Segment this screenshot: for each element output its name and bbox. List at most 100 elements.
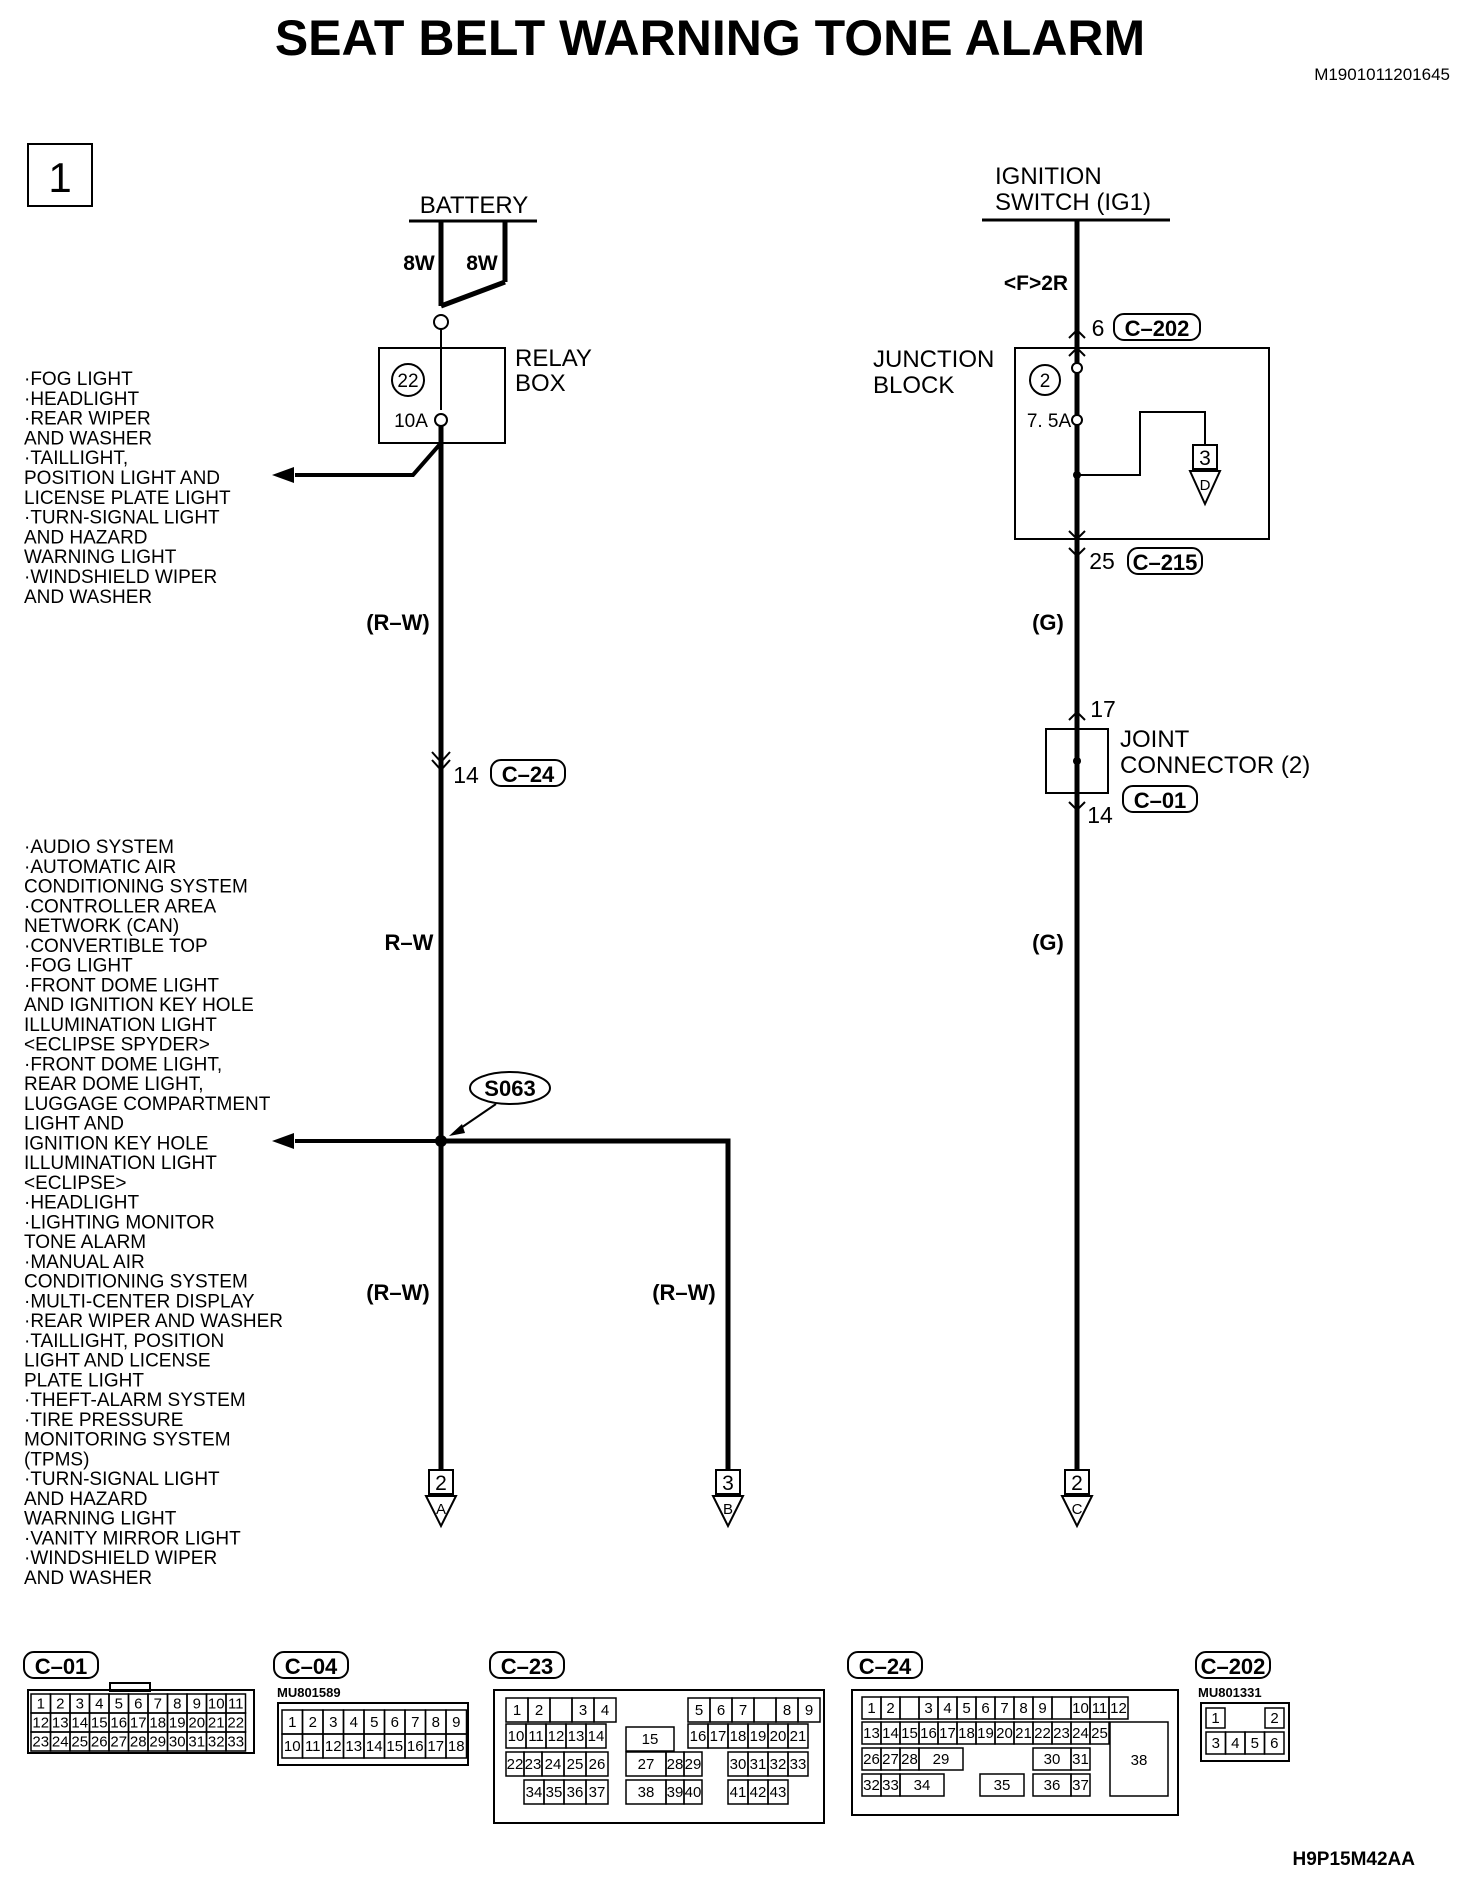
c01-pin: 27 xyxy=(110,1734,127,1751)
c24-pin: 12 xyxy=(1110,1700,1127,1717)
c24-pin: 14 xyxy=(453,762,479,788)
c04-pin: 3 xyxy=(329,1714,337,1731)
c04-pin: 1 xyxy=(288,1714,296,1731)
c23-pin: 5 xyxy=(695,1702,703,1719)
c01-pin: 17 xyxy=(130,1715,147,1732)
c01-pin: 13 xyxy=(52,1715,69,1732)
c24-pin: 33 xyxy=(882,1777,899,1794)
c04-pin: 15 xyxy=(386,1738,403,1755)
ignition-wire-label: <F>2R xyxy=(1004,272,1068,295)
c23-face-label: C–23 xyxy=(501,1654,554,1679)
c215-pin: 25 xyxy=(1089,548,1115,574)
splice-branch-item: ·TAILLIGHT, POSITION xyxy=(24,1331,224,1352)
c01-pin: 32 xyxy=(208,1734,225,1751)
ignition-label-2: SWITCH (IG1) xyxy=(995,189,1151,216)
pin-cell xyxy=(787,1723,809,1749)
pin-cell xyxy=(585,1751,609,1777)
diagram-title: SEAT BELT WARNING TONE ALARM xyxy=(275,10,1145,66)
c24-pin: 3 xyxy=(924,1700,932,1717)
c24-pin: 20 xyxy=(996,1725,1013,1742)
pin-cell xyxy=(787,1751,809,1777)
splice-branch-item: WARNING LIGHT xyxy=(24,1509,177,1530)
c202-pin: 2 xyxy=(1270,1710,1278,1727)
battery-label: BATTERY xyxy=(420,192,528,219)
c24-pin: 9 xyxy=(1038,1700,1046,1717)
pin-cell xyxy=(1263,1731,1285,1755)
battery-wire-left-label: 8W xyxy=(403,252,435,275)
c24-pin: 5 xyxy=(962,1700,970,1717)
c23-pin: 7 xyxy=(739,1702,747,1719)
splice-branch-item: LIGHT AND LICENSE xyxy=(24,1351,211,1372)
relay-box: 22 10A RELAY BOX xyxy=(378,314,592,444)
c01-pin: 25 xyxy=(71,1734,88,1751)
c24-pin: 10 xyxy=(1072,1700,1089,1717)
c23-pin: 19 xyxy=(750,1728,767,1745)
splice-branch-item: ·LIGHTING MONITOR xyxy=(24,1212,215,1233)
c23-pin: 16 xyxy=(690,1728,707,1745)
splice-branch-item: ·WINDSHIELD WIPER xyxy=(24,1548,217,1569)
wire-color-mid-left: R–W xyxy=(385,930,434,955)
c04-pin: 14 xyxy=(366,1738,383,1755)
c01-pin: 21 xyxy=(208,1715,225,1732)
c24-pin: 29 xyxy=(933,1751,950,1768)
c01-inline-label: C–01 xyxy=(1134,788,1187,813)
splice-branch-item: (TPMS) xyxy=(24,1449,89,1470)
splice-branch-arrow-icon xyxy=(272,1133,294,1149)
ref-b-letter: B xyxy=(723,1501,733,1518)
c04-pin: 9 xyxy=(452,1714,460,1731)
wire-color-lower-right-g: (G) xyxy=(1032,930,1064,955)
pin-cell xyxy=(1070,1747,1091,1771)
c24-pin: 16 xyxy=(920,1725,937,1742)
splice-branch-item: ·MANUAL AIR xyxy=(24,1252,145,1273)
wire-color-upper-right: (G) xyxy=(1032,610,1064,635)
pin-cell xyxy=(1264,1707,1285,1729)
relay-branch-item: ·TURN-SIGNAL LIGHT xyxy=(24,508,220,529)
splice-branch-item: LUGGAGE COMPARTMENT xyxy=(24,1094,271,1115)
joint-connector-label-1: JOINT xyxy=(1120,726,1190,753)
junction-block: JUNCTION BLOCK 2 7. 5A 3 D xyxy=(873,346,1270,541)
relay-branch-item: POSITION LIGHT AND xyxy=(24,468,220,489)
c24-pin: 28 xyxy=(901,1751,918,1768)
ignition-label-1: IGNITION xyxy=(995,163,1102,190)
c24-pin: 31 xyxy=(1072,1751,1089,1768)
relay-box-label-1: RELAY xyxy=(515,345,592,372)
c01-pin: 7 xyxy=(154,1696,162,1713)
c01-pin: 3 xyxy=(76,1696,84,1713)
c24-pin: 8 xyxy=(1019,1700,1027,1717)
splice-branch-item: NETWORK (CAN) xyxy=(24,916,179,937)
splice-branch-item: AND HAZARD xyxy=(24,1489,148,1510)
c202-pin: 3 xyxy=(1212,1735,1220,1752)
splice-branch-item: IGNITION KEY HOLE xyxy=(24,1133,208,1154)
wire-color-lower-right: (R–W) xyxy=(652,1280,716,1305)
connector-c24-inline: 14 C–24 xyxy=(431,751,566,788)
c23-pin: 39 xyxy=(667,1784,684,1801)
c23-pin: 28 xyxy=(667,1756,684,1773)
c04-pin: 16 xyxy=(407,1738,424,1755)
c23-pin: 21 xyxy=(790,1728,807,1745)
relay-branch-item: ·WINDSHIELD WIPER xyxy=(24,567,217,588)
splice-s063: S063 xyxy=(435,1071,551,1147)
c23-pin: 42 xyxy=(750,1784,767,1801)
pin-cell xyxy=(225,1731,247,1752)
pin-cell xyxy=(1089,1721,1110,1745)
relay-fuse-rating: 10A xyxy=(394,411,428,432)
splice-branch-item: ·REAR WIPER AND WASHER xyxy=(24,1311,283,1332)
c23-pin: 12 xyxy=(548,1728,565,1745)
splice-branch-item: <ECLIPSE> xyxy=(24,1173,126,1194)
c24-pin: 37 xyxy=(1072,1777,1089,1794)
c23-pin: 27 xyxy=(638,1756,655,1773)
page-number-box: 1 xyxy=(27,143,93,207)
splice-branch-item: ·MULTI-CENTER DISPLAY xyxy=(24,1291,255,1312)
pin-cell xyxy=(585,1779,609,1805)
c202-pin: 5 xyxy=(1251,1735,1259,1752)
c01-pin: 1 xyxy=(37,1696,45,1713)
footer-code: H9P15M42AA xyxy=(1293,1849,1416,1870)
c01-pin: 11 xyxy=(228,1696,244,1713)
splice-branch-item: ILLUMINATION LIGHT xyxy=(24,1015,217,1036)
c24-pin: 2 xyxy=(886,1700,894,1717)
c23-pin: 30 xyxy=(730,1756,747,1773)
c24-pin: 17 xyxy=(939,1725,956,1742)
